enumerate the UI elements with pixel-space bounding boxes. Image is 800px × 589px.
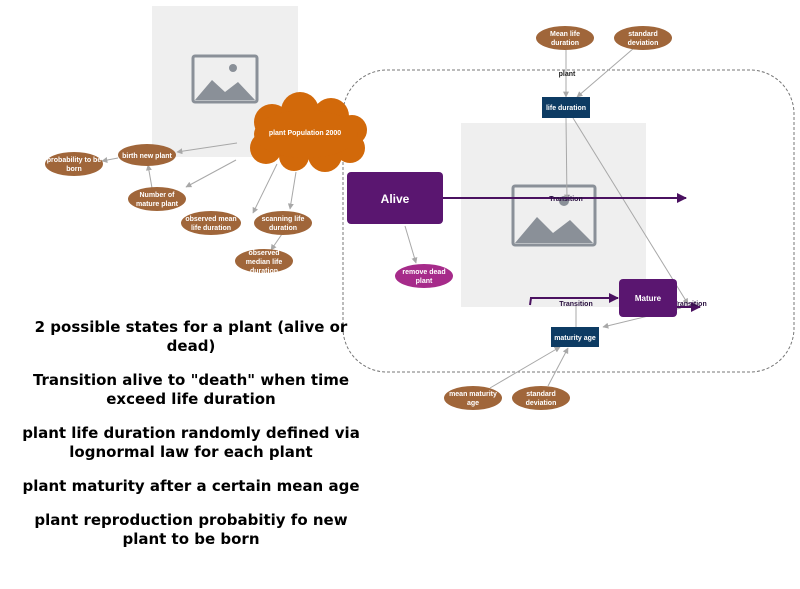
svg-text:plant: plant	[416, 278, 433, 285]
standard-deviation-bottom-oval[interactable]: standard deviation	[512, 386, 570, 410]
life-duration-parameter[interactable]: life duration	[542, 97, 590, 118]
agent-label: plant	[559, 71, 576, 78]
image-placeholder-left	[152, 6, 298, 157]
transition-mature-out-label: Transition	[673, 301, 706, 308]
alive-state[interactable]: Alive	[347, 172, 443, 224]
plant-population[interactable]: plant Population 2000	[250, 92, 367, 172]
svg-text:mean maturity: mean maturity	[449, 391, 497, 398]
maturity-age-parameter[interactable]: maturity age	[551, 327, 599, 347]
note-states: 2 possible states for a plant (alive or …	[34, 318, 348, 355]
standard-deviation-top-oval[interactable]: standard deviation	[614, 26, 672, 50]
transition-alive-label: Transition	[549, 196, 582, 203]
svg-text:life duration: life duration	[191, 225, 231, 232]
svg-text:observed mean: observed mean	[185, 216, 236, 223]
observed-median-life-duration-oval[interactable]: observed median life duration	[235, 249, 293, 275]
svg-text:remove dead: remove dead	[402, 269, 445, 276]
svg-text:standard: standard	[628, 31, 658, 38]
scanning-life-duration-oval[interactable]: scanning life duration	[254, 211, 312, 235]
population-label: plant Population 2000	[269, 130, 341, 137]
note-reproduction: plant reproduction probabitiy fo new pla…	[34, 511, 348, 548]
svg-text:Number of: Number of	[140, 192, 176, 199]
mean-maturity-age-oval[interactable]: mean maturity age	[444, 386, 502, 410]
transition-arrows	[443, 193, 701, 312]
number-of-mature-plant-oval[interactable]: Number of mature plant	[128, 187, 186, 211]
note-life-duration: plant life duration randomly defined via…	[22, 424, 360, 461]
mature-state[interactable]: Mature	[619, 279, 677, 317]
svg-text:duration: duration	[269, 225, 297, 232]
svg-text:Mature: Mature	[635, 294, 662, 303]
svg-text:probability to be: probability to be	[47, 157, 102, 164]
agent-container	[342, 69, 795, 373]
probability-to-be-born-oval[interactable]: probability to be born	[45, 152, 103, 176]
model-notes: 2 possible states for a plant (alive or …	[10, 318, 372, 564]
svg-text:median life: median life	[246, 259, 283, 266]
transition-mature-label: Transition	[559, 301, 592, 308]
mean-life-duration-oval[interactable]: Mean life duration	[536, 26, 594, 50]
observed-mean-life-duration-oval[interactable]: observed mean life duration	[181, 211, 241, 235]
svg-text:scanning life: scanning life	[262, 216, 305, 223]
svg-text:Mean life: Mean life	[550, 31, 580, 38]
svg-text:duration: duration	[551, 40, 579, 47]
svg-text:mature plant: mature plant	[136, 201, 179, 208]
svg-text:maturity age: maturity age	[554, 335, 596, 342]
note-maturity: plant maturity after a certain mean age	[22, 477, 360, 495]
svg-text:born: born	[66, 166, 82, 173]
birth-new-plant-oval[interactable]: birth new plant	[118, 144, 176, 166]
svg-text:age: age	[467, 400, 479, 407]
svg-text:birth new plant: birth new plant	[122, 153, 172, 160]
svg-text:deviation: deviation	[526, 400, 557, 407]
svg-text:observed: observed	[248, 250, 279, 257]
note-transition: Transition alive to "death" when time ex…	[32, 371, 350, 408]
svg-text:standard: standard	[526, 391, 556, 398]
svg-text:life duration: life duration	[546, 105, 586, 112]
svg-text:Alive: Alive	[381, 192, 410, 206]
remove-dead-plant-oval[interactable]: remove dead plant	[395, 264, 453, 288]
image-placeholder-center	[461, 123, 646, 307]
svg-text:deviation: deviation	[628, 40, 659, 47]
svg-text:duration: duration	[250, 268, 278, 275]
